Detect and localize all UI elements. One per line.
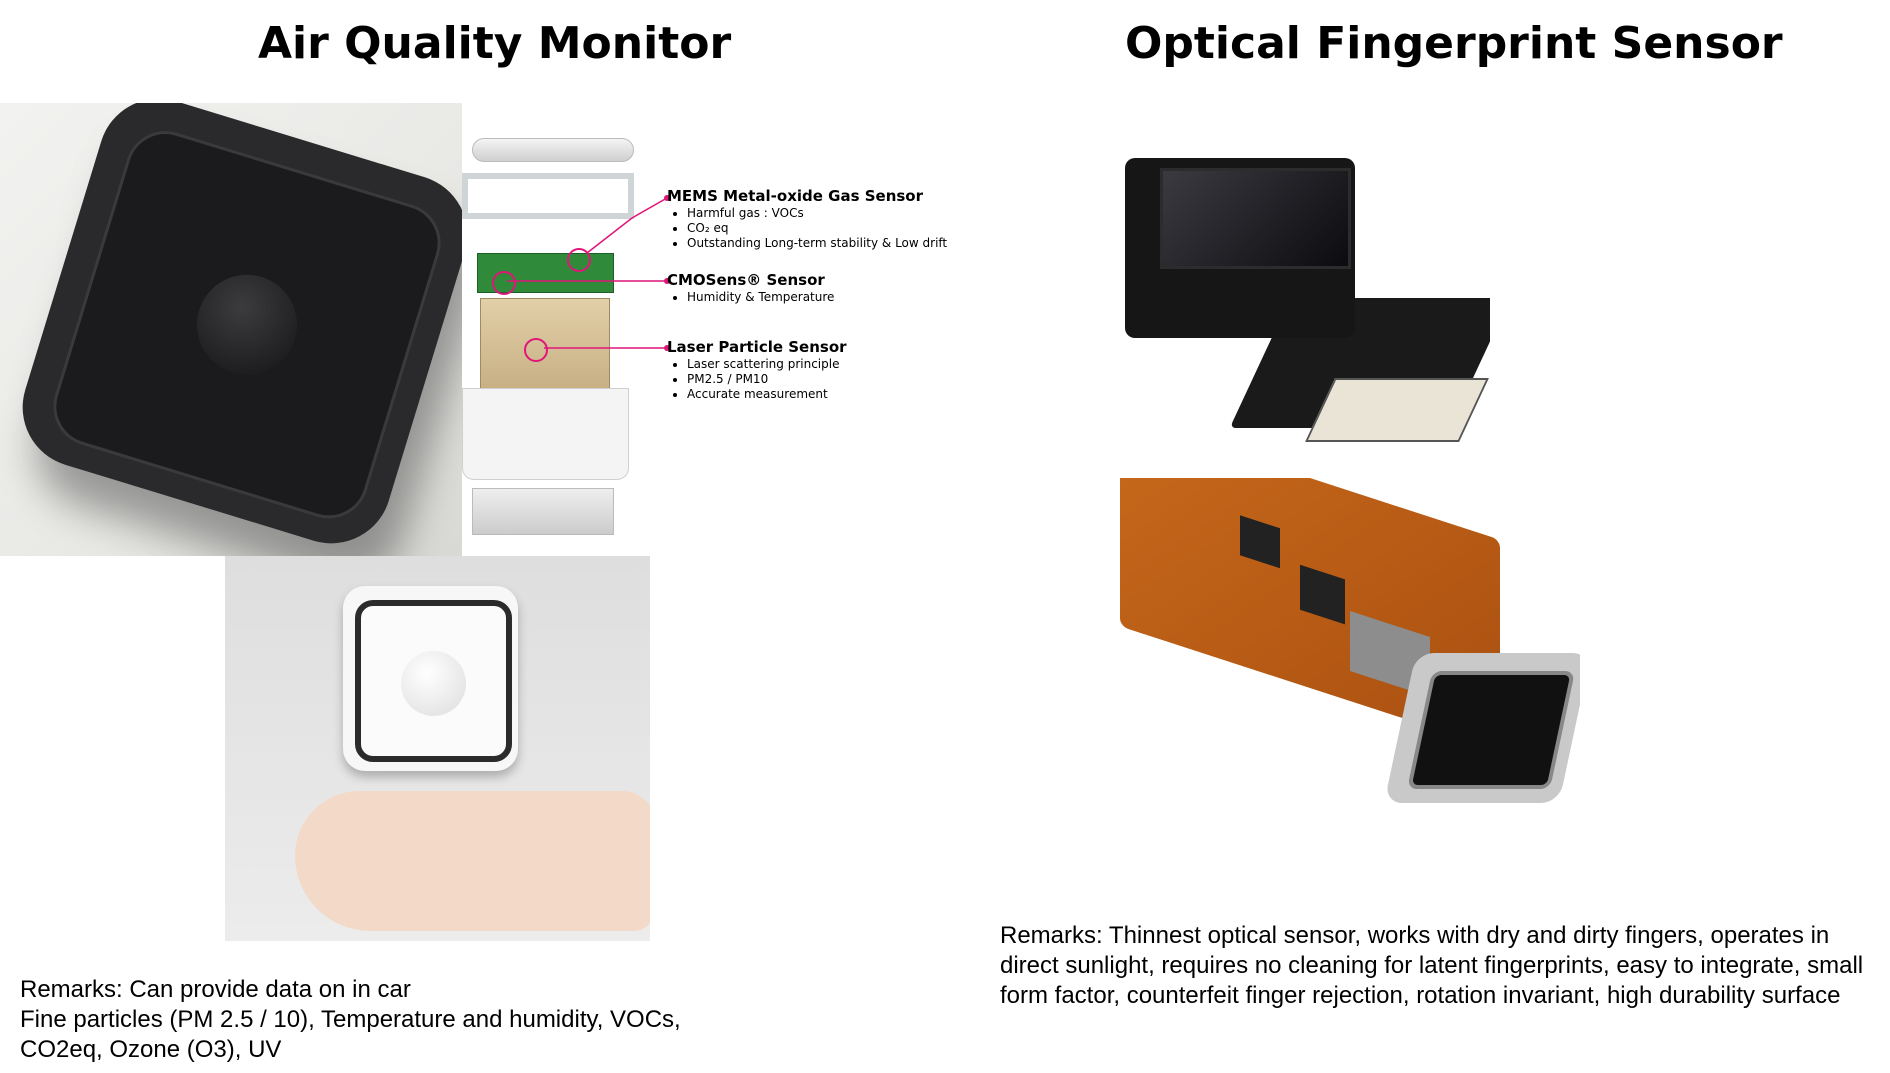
callout-bullet: Humidity & Temperature — [687, 290, 834, 305]
callout-laser-particle-title: Laser Particle Sensor — [667, 338, 847, 356]
air-monitor-button — [184, 262, 310, 388]
fingerprint-remarks: Remarks: Thinnest optical sensor, works … — [1000, 922, 1864, 1009]
air-quality-title: Air Quality Monitor — [258, 18, 732, 69]
remarks-line: Fine particles (PM 2.5 / 10), Temperatur… — [20, 1006, 681, 1033]
remarks-line: CO2eq, Ozone (O3), UV — [20, 1036, 282, 1063]
fingerprint-flex-photo — [1110, 478, 1580, 833]
fingerprint-title: Optical Fingerprint Sensor — [1125, 18, 1783, 69]
diagram-base — [472, 488, 614, 535]
callout-bullet: Laser scattering principle — [687, 357, 847, 372]
air-monitor-white-button — [401, 651, 466, 716]
air-quality-remarks: Remarks: Can provide data on in car Fine… — [20, 975, 920, 1065]
callout-gas-sensor-title: MEMS Metal-oxide Gas Sensor — [667, 187, 924, 205]
hand — [295, 791, 650, 931]
flex-chip — [1240, 515, 1280, 569]
flex-chip — [1300, 564, 1345, 625]
fingerprint-sensor-window — [1407, 671, 1576, 789]
callout-lines — [507, 195, 670, 351]
air-monitor-white-face — [355, 600, 512, 762]
callout-bullet: CO₂ eq — [687, 221, 947, 236]
callout-marker — [524, 338, 548, 362]
diagram-frame — [462, 173, 634, 219]
air-monitor-dark-photo — [0, 103, 462, 556]
callout-cmosens: CMOSens® Sensor Humidity & Temperature — [667, 273, 834, 305]
callout-bullet: Accurate measurement — [687, 387, 847, 402]
callout-laser-particle: Laser Particle Sensor Laser scattering p… — [667, 340, 847, 402]
fingerprint-sensor-pad — [1384, 653, 1580, 803]
fingerprint-connector — [1305, 378, 1489, 442]
air-monitor-face — [43, 121, 451, 529]
fingerprint-glass — [1160, 168, 1351, 269]
callout-cmosens-title: CMOSens® Sensor — [667, 271, 825, 289]
exploded-diagram: MEMS Metal-oxide Gas Sensor Harmful gas … — [462, 103, 962, 556]
diagram-top-cover — [472, 138, 634, 162]
callout-bullet: PM2.5 / PM10 — [687, 372, 847, 387]
fingerprint-prism-housing — [1125, 158, 1355, 338]
callout-bullet: Harmful gas : VOCs — [687, 206, 947, 221]
air-monitor-white-device — [343, 586, 518, 771]
diagram-case — [462, 388, 629, 480]
callout-bullet: Outstanding Long-term stability & Low dr… — [687, 236, 947, 251]
callout-gas-sensor: MEMS Metal-oxide Gas Sensor Harmful gas … — [667, 189, 947, 251]
callout-marker — [567, 248, 591, 272]
air-monitor-hand-photo — [225, 556, 650, 941]
remarks-line: Remarks: Can provide data on in car — [20, 976, 411, 1003]
callout-marker — [492, 271, 516, 295]
air-monitor-device — [7, 103, 462, 556]
fingerprint-module-photo — [1110, 148, 1490, 478]
